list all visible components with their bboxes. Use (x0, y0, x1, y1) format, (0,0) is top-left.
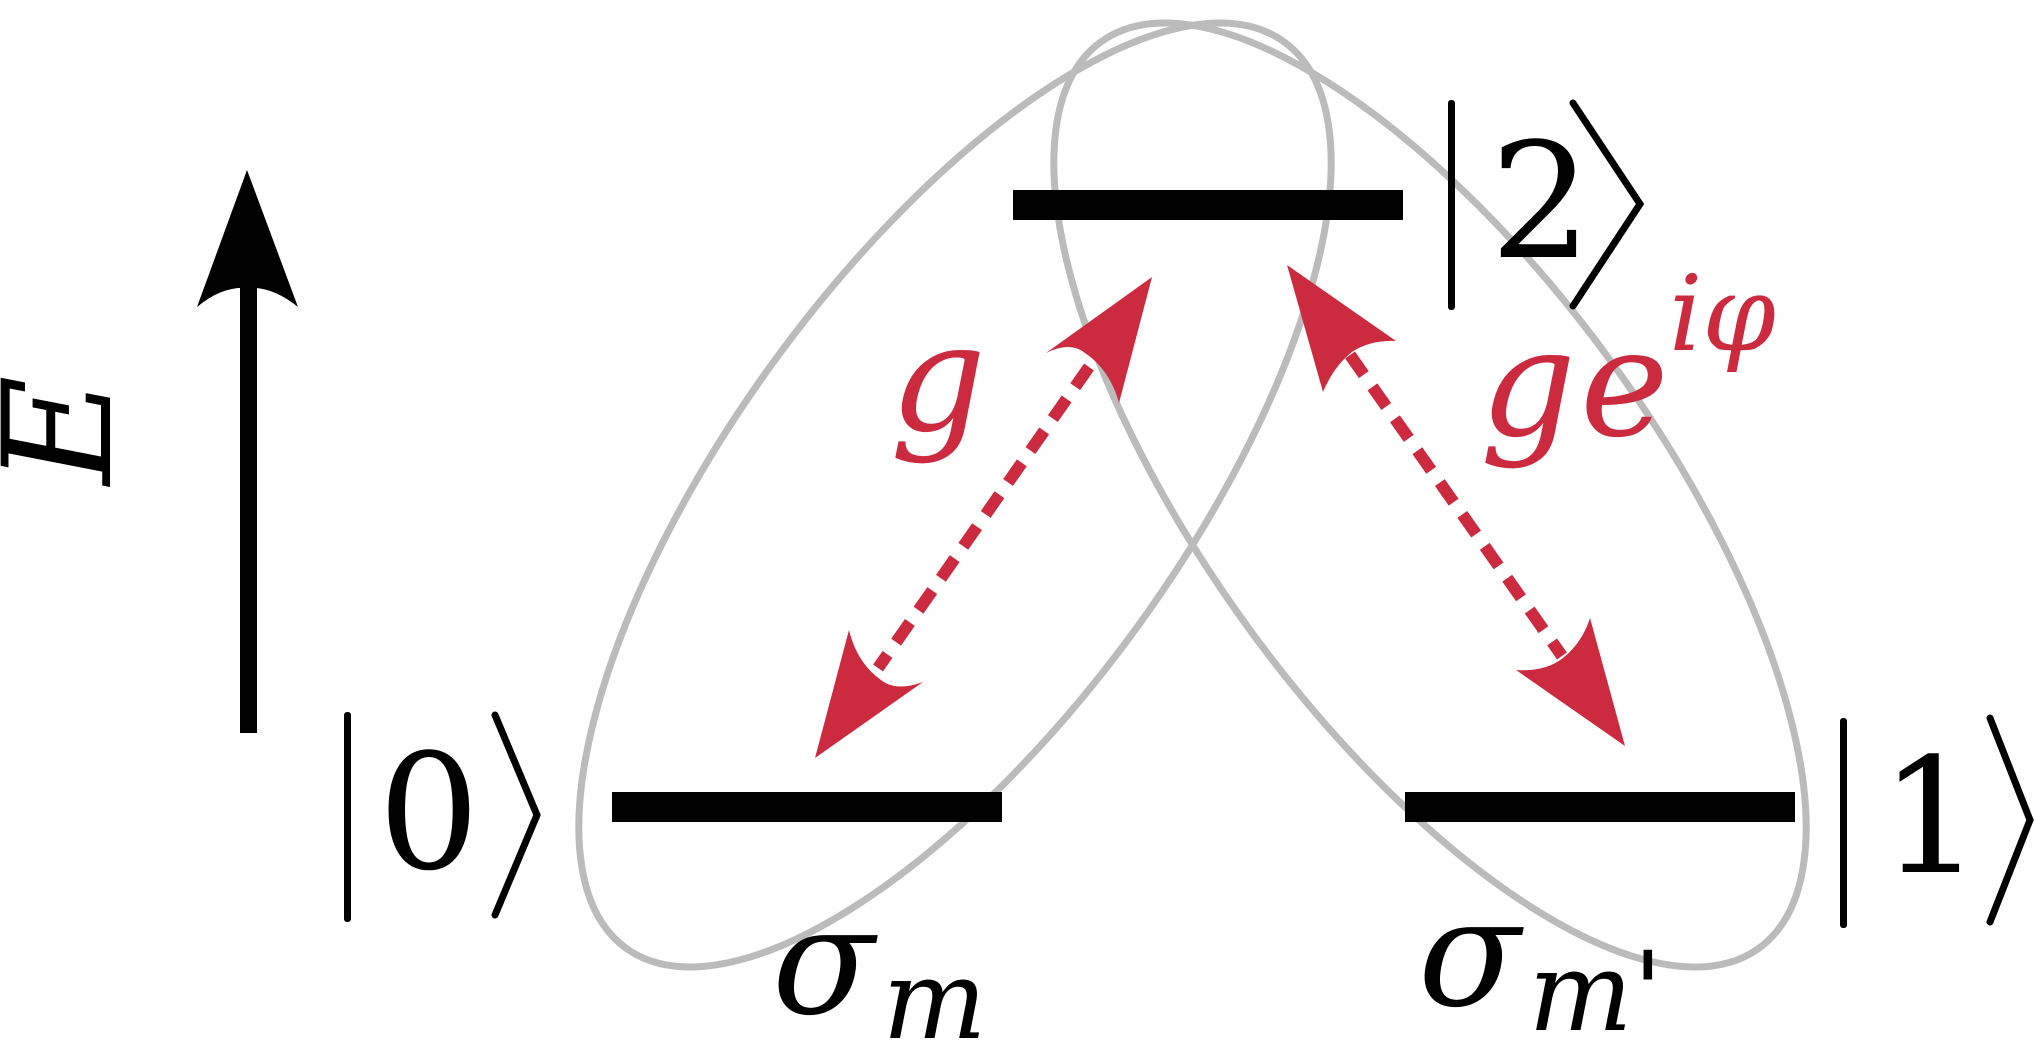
energy-axis-shaft (240, 275, 257, 733)
level-1-line (1405, 792, 1795, 822)
ellipse-group (575, 19, 1810, 971)
right-ellipse-subscript: m' (1528, 928, 1663, 1044)
right-coupling-phase: iφ (1669, 253, 1777, 375)
coupling-labels: g geiφ (890, 253, 1776, 471)
right-coupling-arrowhead-bottom (1516, 618, 1625, 746)
level-2-line (1013, 190, 1403, 220)
ket-1-label: 1 (1880, 723, 1982, 910)
right-coupling-label: geiφ (1480, 253, 1776, 471)
energy-axis: E (0, 170, 298, 733)
right-coupling-g: g (1480, 297, 1576, 471)
right-coupling-exp-base: e (1580, 297, 1669, 471)
left-ellipse-subscript: m (882, 936, 986, 1044)
ket-2-bar (1448, 100, 1455, 310)
ket-2-label: 2 (1490, 108, 1592, 295)
ket-0: 0 (344, 711, 541, 922)
left-ellipse (575, 19, 1335, 971)
left-coupling-arrowhead-bottom (815, 630, 923, 758)
ket-1: 1 (1840, 714, 2034, 928)
left-ellipse-sigma: σ (772, 875, 878, 1044)
right-ellipse-label: σm' (1418, 867, 1663, 1044)
left-coupling-dashed-line (873, 363, 1094, 672)
ellipse-labels: σm σm' (772, 867, 1663, 1044)
left-coupling-arrowhead-top (1046, 277, 1152, 403)
energy-axis-label: E (0, 375, 146, 488)
right-coupling-dashed-line (1345, 351, 1567, 660)
ket-0-bar (344, 712, 351, 922)
left-ellipse-label: σm (772, 875, 987, 1044)
ket-0-angle (491, 711, 541, 919)
left-coupling-label: g (890, 292, 986, 466)
ket-0-label: 0 (378, 719, 480, 906)
right-coupling-arrowhead-top (1287, 265, 1396, 392)
energy-axis-arrowhead (197, 170, 298, 307)
ket-1-angle (1986, 714, 2034, 926)
level-0-line (612, 792, 1002, 822)
coupling-arrows (815, 265, 1625, 758)
ket-1-bar (1840, 718, 1847, 928)
ket-2-angle (1569, 99, 1645, 310)
energy-levels (612, 190, 1795, 822)
ket-2: 2 (1448, 99, 1645, 310)
right-ellipse-sigma: σ (1418, 867, 1524, 1041)
right-ellipse (1050, 19, 1810, 971)
